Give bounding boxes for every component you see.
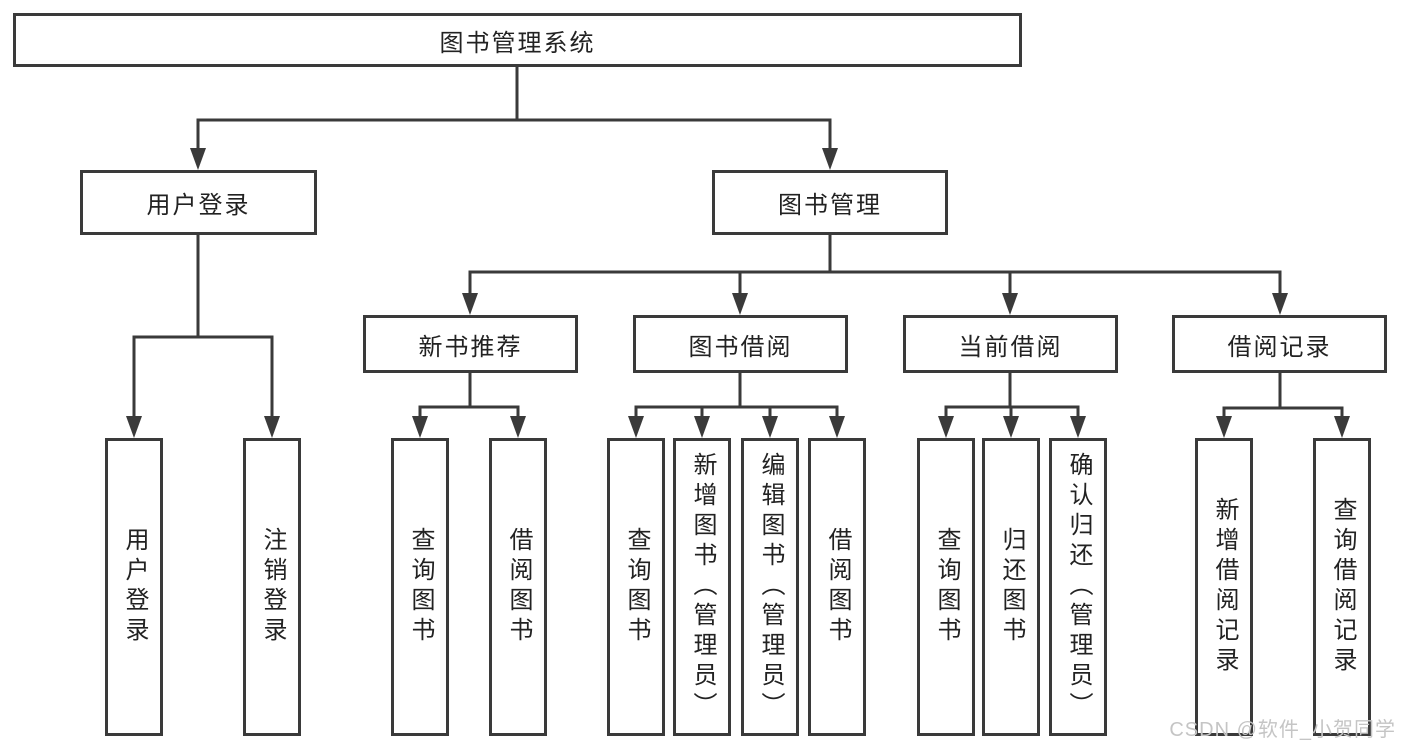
- leaf-borrow-books-recommend: 借阅图书: [489, 438, 547, 736]
- node-label: 当前借阅: [958, 333, 1063, 361]
- leaf-edit-books-admin: 编辑图书（管理员）: [741, 438, 799, 736]
- node-label: 查询图书: [933, 527, 960, 647]
- node-borrowing-records: 借阅记录: [1172, 315, 1387, 373]
- leaf-query-books-current: 查询图书: [917, 438, 975, 736]
- leaf-add-borrow-record: 新增借阅记录: [1195, 438, 1253, 736]
- node-label: 新增借阅记录: [1211, 497, 1238, 677]
- node-label: 查询图书: [407, 527, 434, 647]
- node-current-borrowing: 当前借阅: [903, 315, 1118, 373]
- node-book-management: 图书管理: [712, 170, 948, 235]
- leaf-query-books-recommend: 查询图书: [391, 438, 449, 736]
- leaf-add-books-admin: 新增图书（管理员）: [673, 438, 731, 736]
- leaf-query-books-borrow: 查询图书: [607, 438, 665, 736]
- node-label: 图书借阅: [688, 333, 793, 361]
- node-label: 确认归还（管理员）: [1065, 452, 1092, 722]
- node-label: 归还图书: [998, 527, 1025, 647]
- leaf-user-login: 用户登录: [105, 438, 163, 736]
- node-label: 用户登录: [121, 527, 148, 647]
- node-label: 用户登录: [146, 192, 251, 219]
- leaf-borrow-books: 借阅图书: [808, 438, 866, 736]
- node-label: 借阅图书: [824, 527, 851, 647]
- node-label: 编辑图书（管理员）: [757, 452, 784, 722]
- node-label: 查询借阅记录: [1329, 497, 1356, 677]
- leaf-query-borrow-record: 查询借阅记录: [1313, 438, 1371, 736]
- node-label: 借阅图书: [505, 527, 532, 647]
- node-label: 查询图书: [623, 527, 650, 647]
- node-label: 新书推荐: [418, 333, 523, 361]
- leaf-return-books: 归还图书: [982, 438, 1040, 736]
- node-label: 注销登录: [259, 527, 286, 647]
- node-book-borrowing: 图书借阅: [633, 315, 848, 373]
- node-library-management-system: 图书管理系统: [13, 13, 1022, 67]
- leaf-confirm-return-admin: 确认归还（管理员）: [1049, 438, 1107, 736]
- node-label: 新增图书（管理员）: [689, 452, 716, 722]
- node-label: 图书管理系统: [439, 29, 596, 57]
- node-new-book-recommendation: 新书推荐: [363, 315, 578, 373]
- node-label: 借阅记录: [1227, 333, 1332, 361]
- node-label: 图书管理: [778, 192, 882, 219]
- node-user-login: 用户登录: [80, 170, 317, 235]
- csdn-watermark: CSDN @软件_小贺同学: [1169, 719, 1396, 741]
- leaf-logout: 注销登录: [243, 438, 301, 736]
